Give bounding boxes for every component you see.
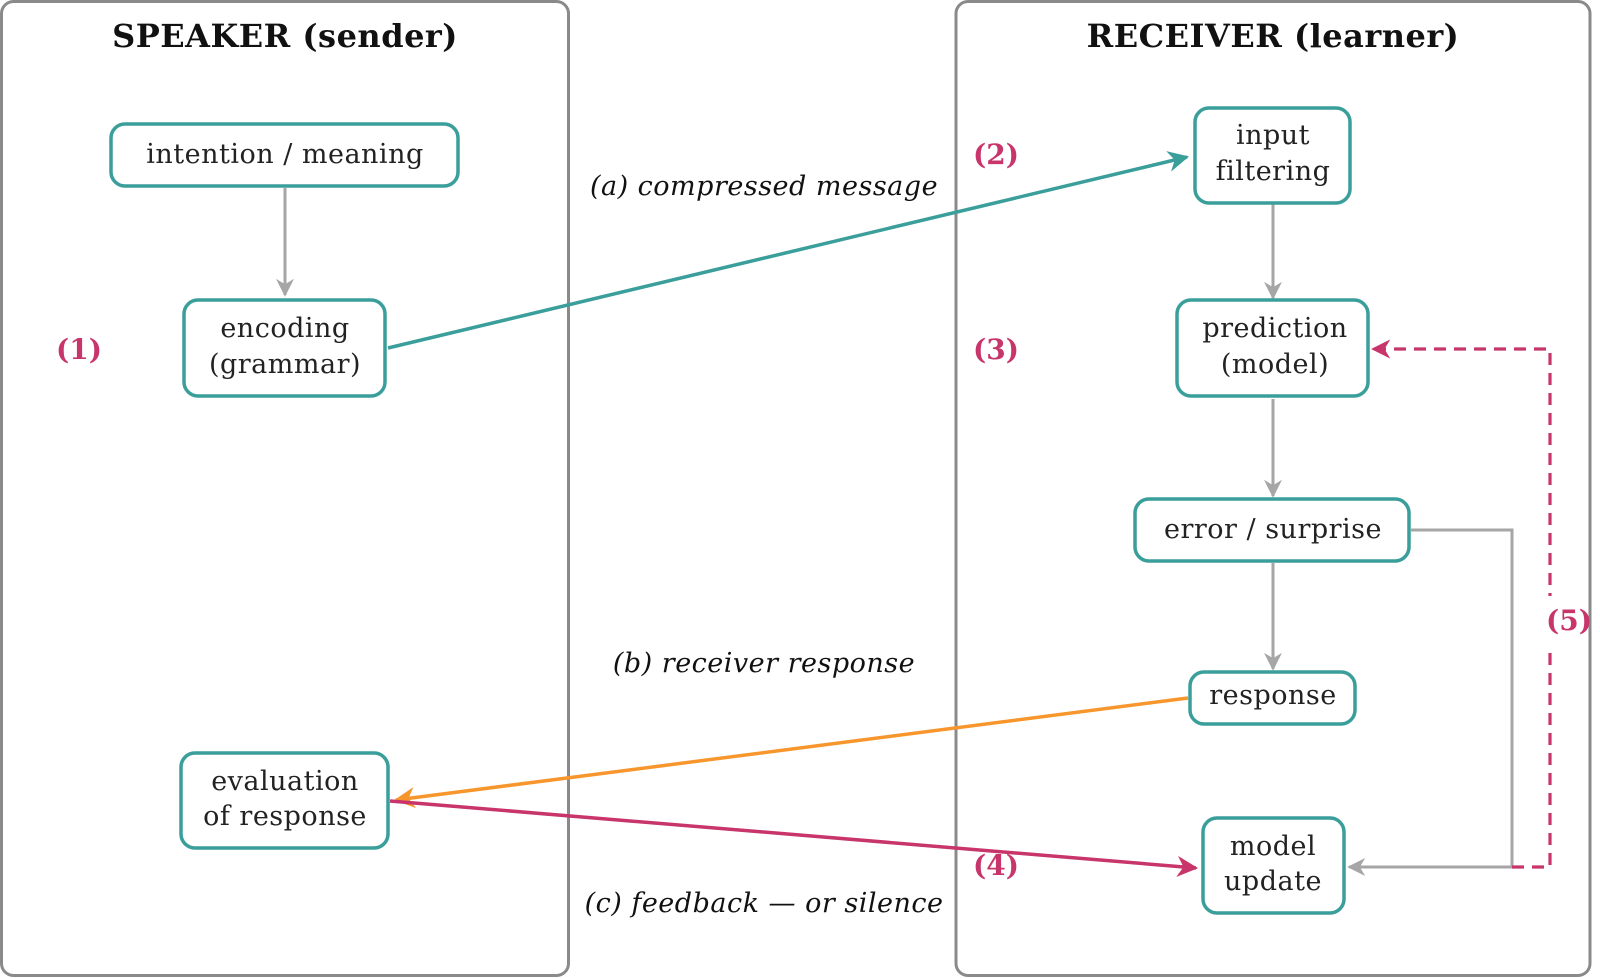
edge-label-receiver-response: (b) receiver response	[613, 648, 915, 679]
edge-compressed-message	[387, 151, 1190, 350]
edge-receiver-response	[393, 696, 1189, 808]
node-input-filtering: input filtering	[1193, 106, 1352, 205]
node-input-line-1: input	[1236, 120, 1310, 151]
node-intention-box	[109, 122, 460, 188]
node-encoding: encoding (grammar)	[182, 298, 387, 398]
internal-edges	[276, 188, 1514, 876]
node-intention-line-1: intention / meaning	[146, 139, 424, 170]
node-update-box	[1201, 816, 1346, 915]
step-label-3: (3)	[973, 333, 1019, 366]
step-label-1: (1)	[56, 333, 102, 366]
node-response-line-1: response	[1209, 680, 1337, 711]
node-response: response	[1188, 670, 1357, 726]
node-encoding-box	[182, 298, 387, 398]
node-evaluation-line-2: of response	[203, 801, 367, 832]
node-prediction-line-2: (model)	[1221, 349, 1329, 380]
node-encoding-line-1: encoding	[220, 313, 349, 344]
receiver-panel-title: RECEIVER (learner)	[1087, 17, 1460, 55]
node-input-line-2: filtering	[1216, 156, 1331, 187]
step-label-4: (4)	[973, 849, 1019, 882]
receiver-panel-border	[954, 0, 1592, 977]
speaker-panel-border	[0, 0, 570, 977]
node-update-line-1: model	[1230, 831, 1316, 862]
node-prediction-line-1: prediction	[1202, 313, 1347, 344]
node-model-update: model update	[1201, 816, 1346, 915]
node-error-box	[1133, 497, 1411, 563]
edge-error-to-update	[1347, 528, 1514, 876]
node-prediction-box	[1175, 298, 1370, 398]
speaker-panel-title: SPEAKER (sender)	[112, 17, 458, 55]
node-encoding-line-2: (grammar)	[209, 349, 361, 380]
node-response-box	[1188, 670, 1357, 726]
edge-feedback	[389, 799, 1199, 877]
edge-label-compressed-message: (a) compressed message	[590, 171, 938, 202]
step-label-5: (5)	[1546, 604, 1592, 637]
node-evaluation-line-1: evaluation	[211, 766, 359, 797]
receiver-panel: RECEIVER (learner)	[954, 0, 1592, 977]
loop-edge-update-to-prediction	[1371, 339, 1552, 869]
node-evaluation-box	[179, 751, 390, 850]
speaker-panel: SPEAKER (sender)	[0, 0, 570, 977]
node-prediction: prediction (model)	[1175, 298, 1370, 398]
step-label-2: (2)	[973, 138, 1019, 171]
edge-label-feedback: (c) feedback — or silence	[585, 888, 944, 919]
node-error-surprise: error / surprise	[1133, 497, 1411, 563]
loop-label-backdrop	[1531, 596, 1569, 646]
node-evaluation: evaluation of response	[179, 751, 390, 850]
node-error-line-1: error / surprise	[1164, 514, 1382, 545]
node-update-line-2: update	[1224, 866, 1322, 897]
node-intention: intention / meaning	[109, 122, 460, 188]
node-input-box	[1193, 106, 1352, 205]
